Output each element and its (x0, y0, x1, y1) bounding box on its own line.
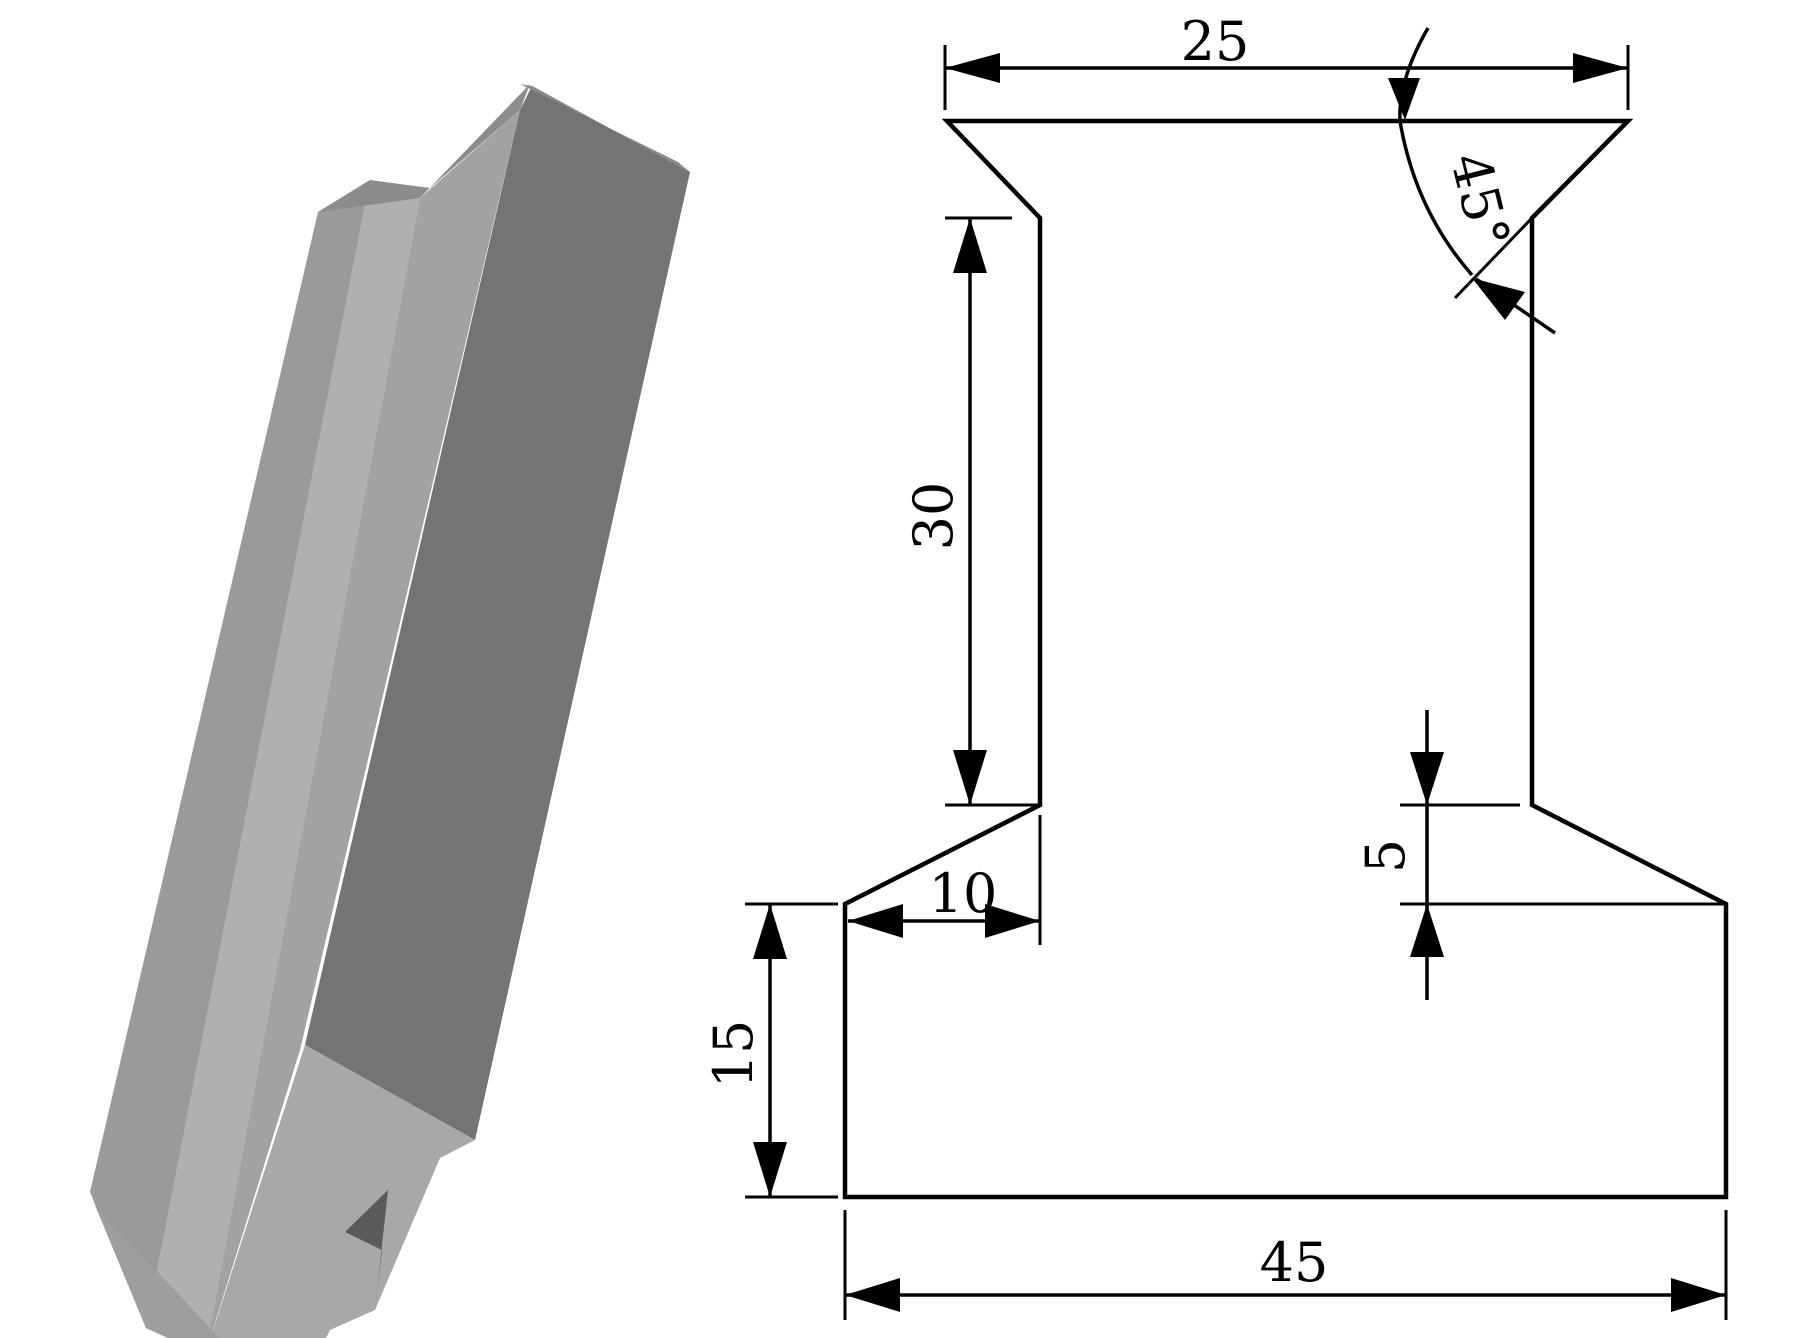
dim-base-width-label: 45 (1260, 1231, 1329, 1294)
dim-chamfer-width: 10 (848, 815, 1042, 945)
part-3d-render (90, 84, 690, 1338)
dim-base-width: 45 (843, 1210, 1728, 1320)
rail-left-side (146, 180, 420, 1338)
flange-top (318, 84, 530, 212)
base-lower-face (95, 1205, 220, 1338)
center-strip (208, 110, 520, 1338)
dim-angle-label: 45° (1438, 146, 1522, 254)
dim-chamfer-width-label: 10 (929, 862, 998, 925)
dim-angle: 45° (1388, 27, 1556, 335)
base-notch (345, 1190, 388, 1310)
dim-base-height: 15 (702, 902, 838, 1199)
dim-web-height-label: 30 (902, 482, 965, 551)
dim-base-height-label: 15 (702, 1020, 765, 1089)
section-drawing: 25 45° 30 (702, 10, 1729, 1320)
dim-flange-step-label: 5 (1354, 839, 1417, 873)
profile-outline (842, 118, 1729, 1200)
block-dark-face (305, 86, 690, 1140)
dim-web-height: 30 (902, 216, 1040, 807)
dim-top-width: 25 (943, 10, 1630, 110)
dim-flange-step: 5 (1354, 710, 1726, 1000)
dim-top-width-label: 25 (1181, 10, 1250, 73)
rail-left-face (90, 180, 370, 1328)
